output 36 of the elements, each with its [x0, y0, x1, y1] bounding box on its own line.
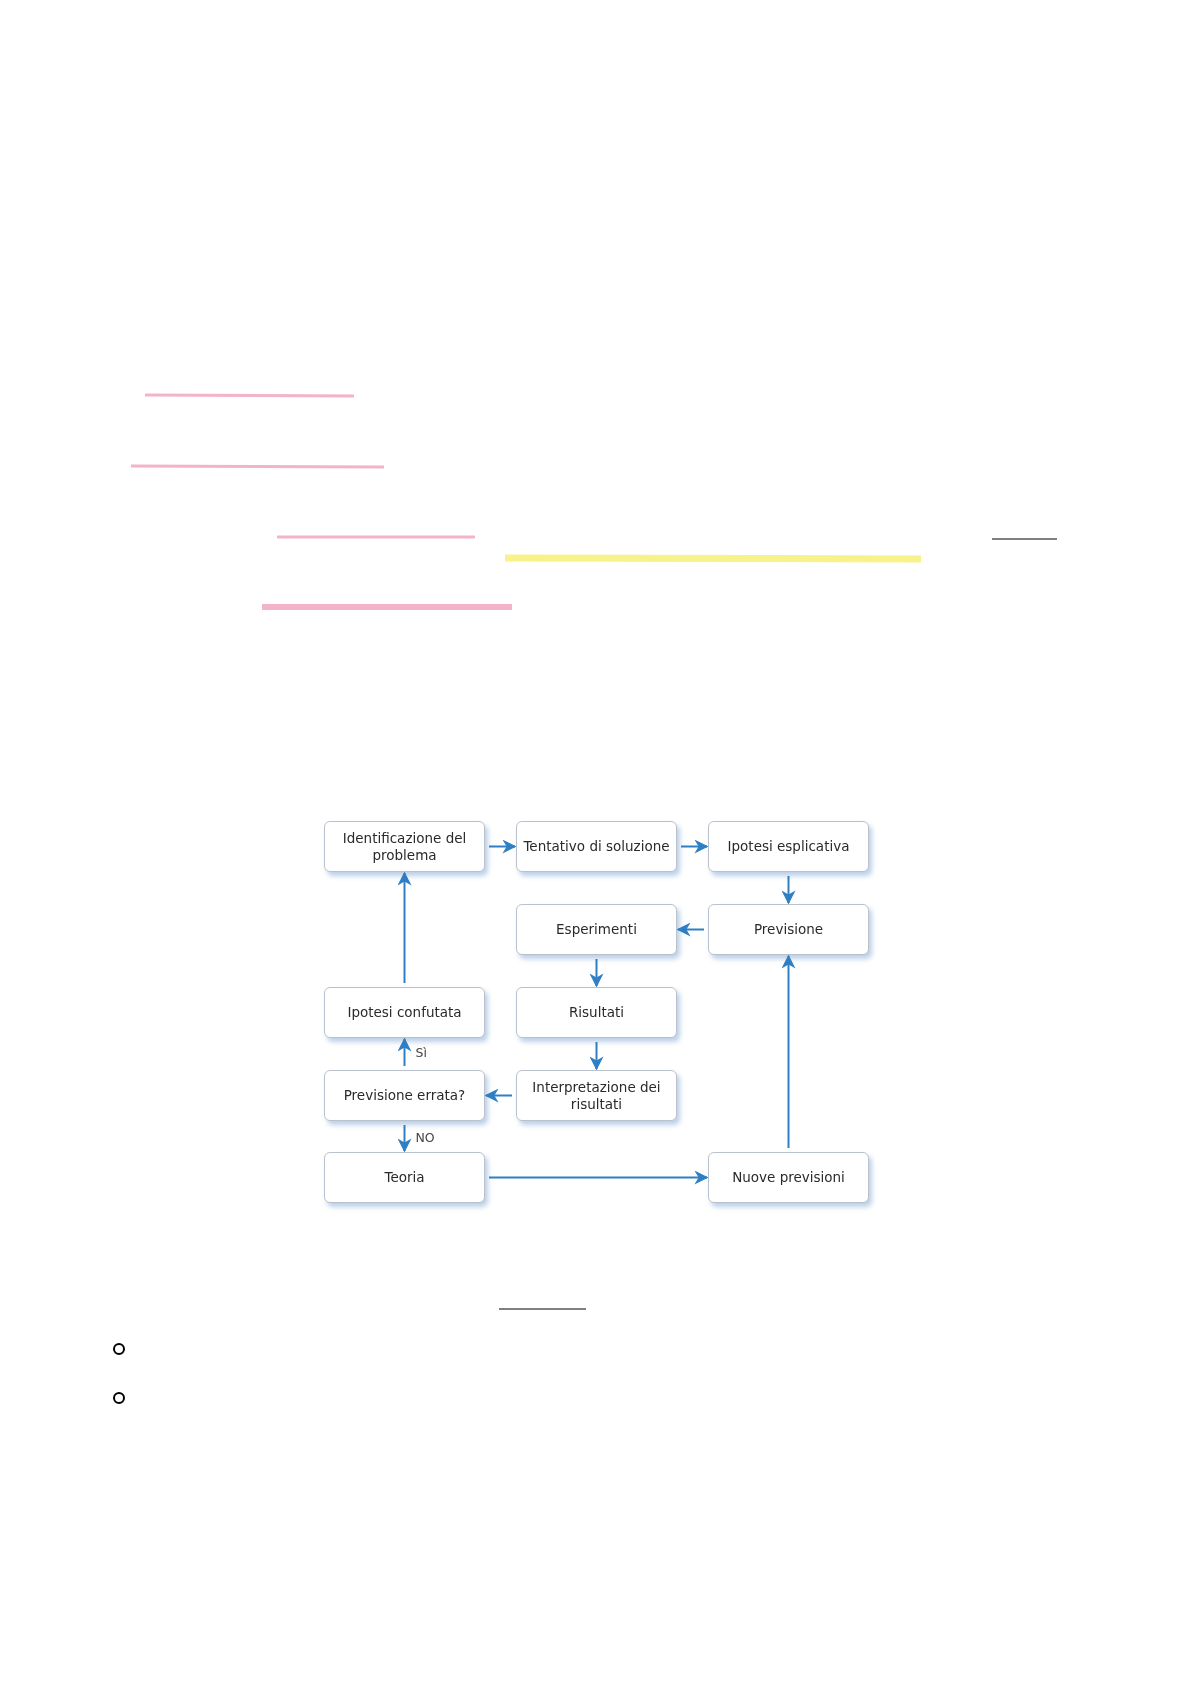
- process-box: [708, 821, 869, 872]
- process-box: [516, 821, 677, 872]
- process-box: [324, 1152, 485, 1203]
- arrow: [397, 1037, 412, 1067]
- box-label: Previsione: [753, 921, 824, 938]
- arrow: [484, 1088, 513, 1103]
- box-label: Risultati: [568, 1004, 625, 1021]
- arrow: [781, 875, 796, 905]
- process-box: [516, 904, 677, 955]
- arrow: [589, 1041, 604, 1071]
- process-box: [324, 1070, 485, 1121]
- arrow: [781, 954, 796, 1149]
- process-box: [708, 1152, 869, 1203]
- process-box: [516, 1070, 677, 1121]
- arrow: [488, 1170, 709, 1185]
- arrow: [488, 839, 517, 854]
- arrow: [397, 871, 412, 984]
- process-box: [324, 987, 485, 1038]
- arrow: [589, 958, 604, 988]
- box-label: Nuove previsioni: [732, 1169, 845, 1186]
- box-label: Teoria: [384, 1169, 425, 1186]
- box-label: Esperimenti: [556, 921, 637, 938]
- arrow: [680, 839, 709, 854]
- box-label: Ipotesi esplicativa: [727, 838, 850, 855]
- process-box: [324, 821, 485, 872]
- edge-label: Sì: [415, 1044, 427, 1060]
- arrow: [676, 922, 705, 937]
- box-label: Previsione errata?: [343, 1087, 466, 1104]
- arrow: [397, 1124, 412, 1153]
- box-label: Identificazione del problema: [341, 829, 468, 864]
- box-label: Interpretazione dei risultati: [531, 1078, 662, 1113]
- box-label: Ipotesi confutata: [347, 1004, 462, 1021]
- edge-label: NO: [415, 1130, 435, 1145]
- box-label: Tentativo di soluzione: [523, 838, 670, 855]
- process-box: [516, 987, 677, 1038]
- process-box: [708, 904, 869, 955]
